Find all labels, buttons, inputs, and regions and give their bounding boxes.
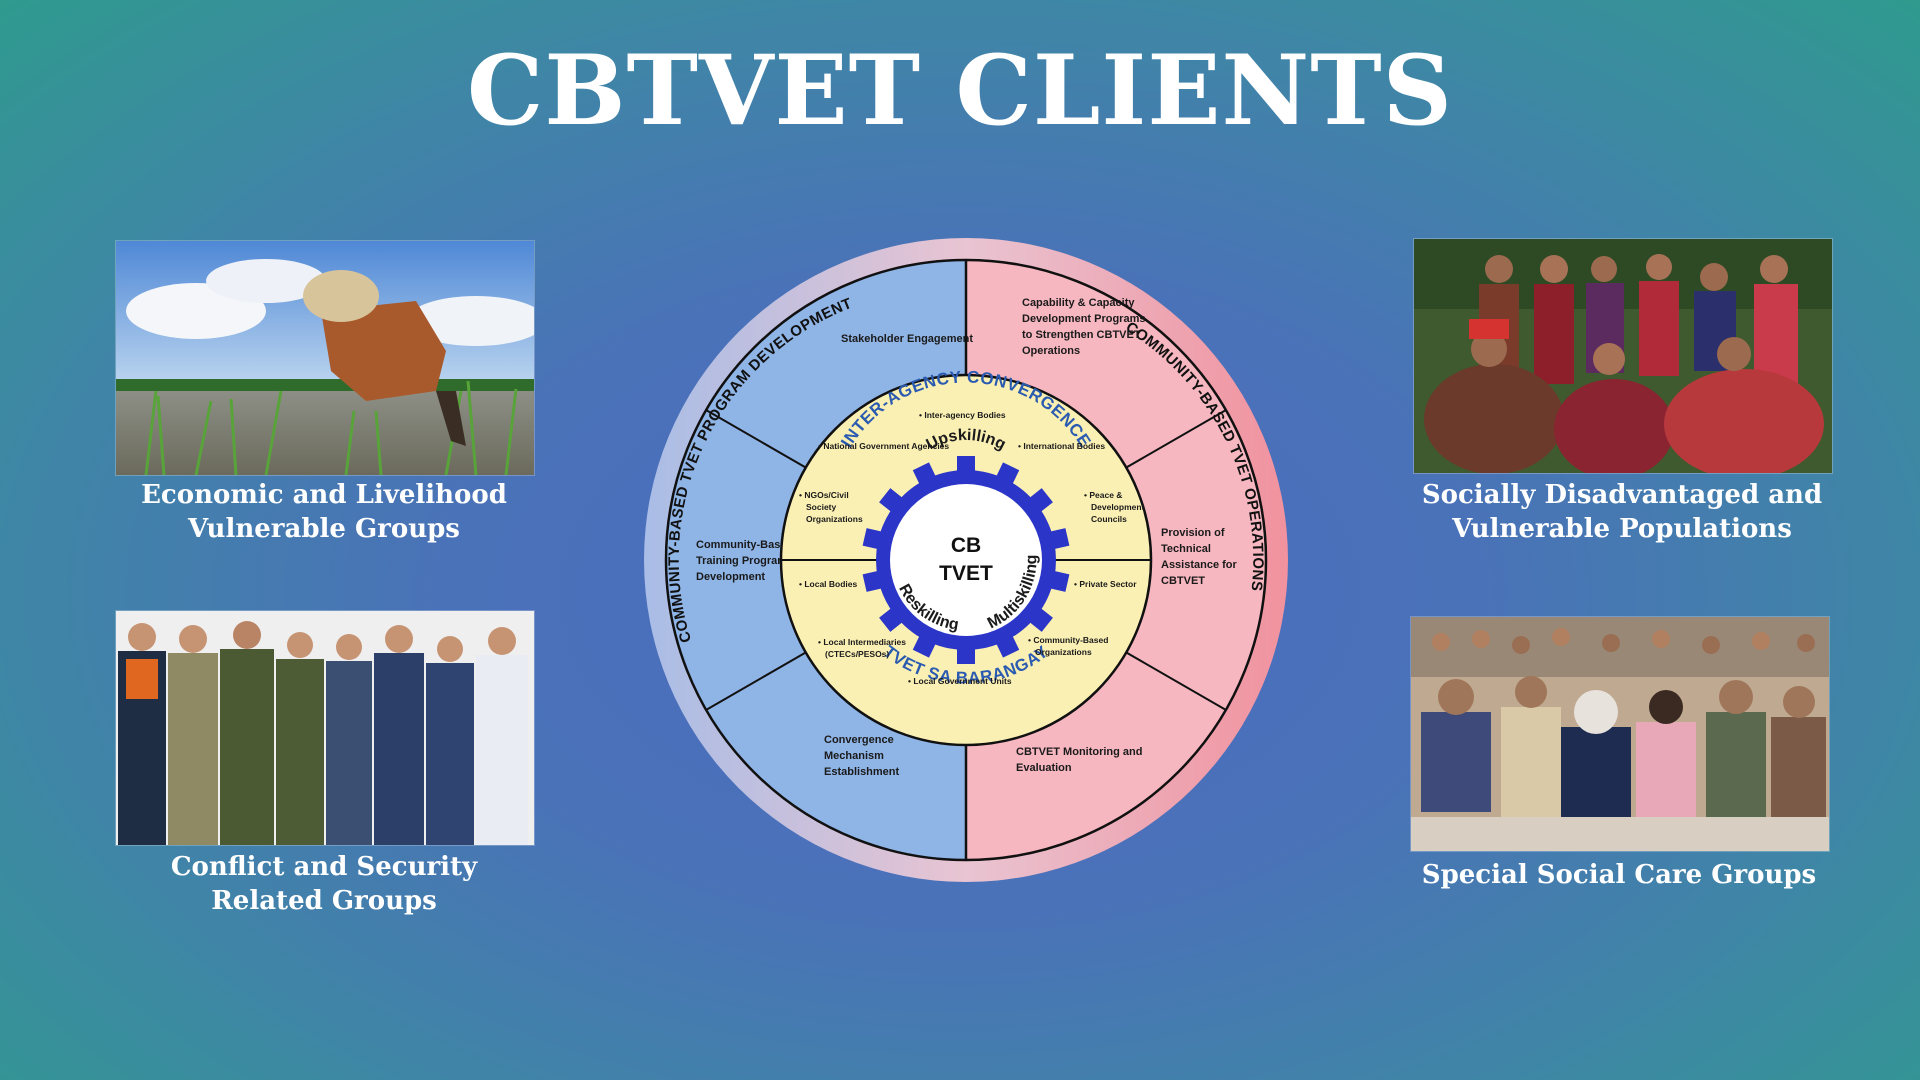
svg-text:Mechanism: Mechanism	[824, 750, 884, 762]
svg-text:Training Program: Training Program	[696, 555, 787, 567]
svg-text:Development: Development	[696, 571, 765, 583]
segment-training-development: Community-Based Training Program Develop…	[696, 539, 793, 583]
body-peace-councils: • Peace & Development Councils	[1084, 490, 1145, 524]
body-private-sector: • Private Sector	[1074, 579, 1137, 589]
body-ngos: • NGOs/Civil Society Organizations	[799, 490, 863, 524]
segment-stakeholder-engagement: Stakeholder Engagement	[841, 333, 973, 345]
segment-technical-assistance: Provision of Technical Assistance for CB…	[1161, 527, 1238, 587]
svg-text:Provision of: Provision of	[1161, 527, 1225, 539]
caption-conflict-security: Conflict and Security Related Groups	[170, 852, 478, 916]
caption-socially-disadvantaged: Socially Disadvantaged and Vulnerable Po…	[1421, 480, 1823, 544]
core-label-cb: CB	[951, 534, 981, 557]
svg-text:• Peace &: • Peace &	[1084, 490, 1122, 500]
body-local-bodies: • Local Bodies	[799, 579, 858, 589]
svg-text:Capability & Capacity: Capability & Capacity	[1022, 297, 1135, 309]
svg-text:Society: Society	[806, 502, 837, 512]
svg-text:Evaluation: Evaluation	[1016, 762, 1072, 774]
segment-capability-capacity: Capability & Capacity Development Progra…	[1022, 297, 1145, 357]
body-international: • International Bodies	[1018, 441, 1105, 451]
svg-text:CBTVET: CBTVET	[1161, 575, 1205, 587]
cbtvet-framework-wheel: COMMUNITY-BASED TVET PROGRAM DEVELOPMENT…	[644, 238, 1288, 882]
body-inter-agency: • Inter-agency Bodies	[919, 410, 1006, 420]
segment-monitoring-evaluation: CBTVET Monitoring and Evaluation	[1016, 746, 1142, 774]
svg-text:Community-Based: Community-Based	[696, 539, 793, 551]
svg-text:Technical: Technical	[1161, 543, 1211, 555]
svg-text:Development Programs: Development Programs	[1022, 313, 1145, 325]
body-local-intermediaries: • Local Intermediaries (CTECs/PESOs)	[818, 637, 906, 659]
rice-farmer-photo	[115, 240, 535, 476]
caption-economic-livelihood: Economic and Livelihood Vulnerable Group…	[141, 480, 507, 544]
svg-text:Organizations: Organizations	[806, 514, 863, 524]
core-label-tvet: TVET	[939, 562, 993, 585]
svg-text:(CTECs/PESOs): (CTECs/PESOs)	[825, 649, 889, 659]
indigenous-community-photo	[1413, 238, 1833, 474]
svg-text:Assistance for: Assistance for	[1161, 559, 1238, 571]
elderly-gathering-photo	[1410, 616, 1830, 852]
svg-text:Development: Development	[1091, 502, 1145, 512]
gear-icon	[862, 456, 1070, 664]
segment-convergence-mechanism: Convergence Mechanism Establishment	[824, 734, 900, 778]
body-local-government-units: • Local Government Units	[908, 676, 1012, 686]
body-community-organizations: • Community-Based Organizations	[1028, 635, 1108, 657]
svg-text:Organizations: Organizations	[1035, 647, 1092, 657]
svg-text:• Local Intermediaries: • Local Intermediaries	[818, 637, 906, 647]
body-national-agencies: • National Government Agencies	[818, 441, 949, 451]
uniformed-personnel-photo	[115, 610, 535, 846]
svg-text:• Community-Based: • Community-Based	[1028, 635, 1108, 645]
page-title: CBTVET CLIENTS	[467, 34, 1453, 147]
svg-text:CBTVET Monitoring and: CBTVET Monitoring and	[1016, 746, 1142, 758]
svg-text:Operations: Operations	[1022, 345, 1080, 357]
svg-text:Establishment: Establishment	[824, 766, 900, 778]
svg-text:• NGOs/Civil: • NGOs/Civil	[799, 490, 849, 500]
svg-text:to Strengthen CBTVET: to Strengthen CBTVET	[1022, 329, 1141, 341]
caption-special-social-care: Special Social Care Groups	[1421, 860, 1817, 890]
svg-text:Convergence: Convergence	[824, 734, 894, 746]
svg-text:Councils: Councils	[1091, 514, 1127, 524]
